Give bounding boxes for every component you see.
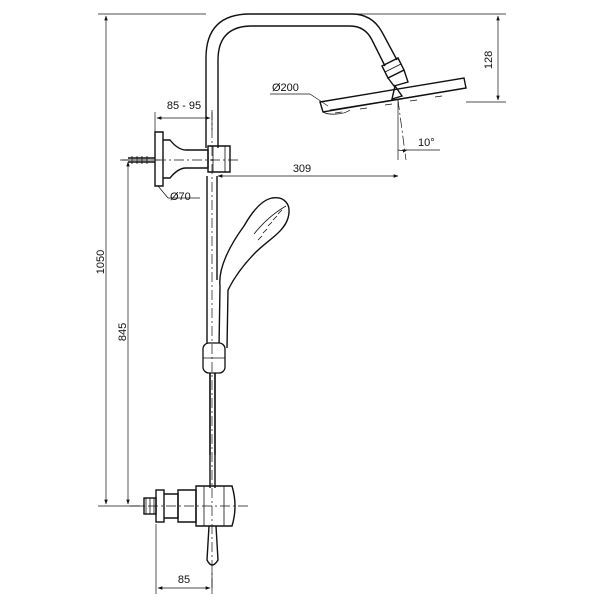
dimension-head-drop [352, 13, 506, 103]
leader-head-diameter [270, 93, 329, 107]
head-diameter-label: Ø200 [272, 82, 299, 94]
shower-head [319, 77, 467, 115]
dimension-valve-depth [155, 524, 213, 594]
leader-bracket-diameter [157, 185, 200, 199]
wall-bracket [128, 131, 231, 187]
dimension-tilt-angle [397, 100, 440, 160]
total-height-label: 1050 [95, 250, 107, 274]
arm-joint-nut [381, 57, 409, 87]
dimension-total-height [98, 13, 206, 507]
hand-shower [218, 197, 290, 349]
bracket-diameter-label: Ø70 [170, 191, 191, 203]
shower-hose [209, 373, 216, 455]
riser-pipe [205, 13, 398, 488]
outlet-height-label: 845 [117, 323, 129, 341]
head-drop-label: 128 [483, 51, 495, 69]
tilt-angle-label: 10° [418, 137, 435, 149]
slide-holder [202, 342, 226, 374]
arm-reach-label: 309 [293, 163, 311, 175]
dimension-outlet-height [122, 159, 160, 505]
bracket-depth-label: 85 - 95 [167, 100, 201, 112]
dimension-bracket-depth [154, 112, 213, 132]
mixer-valve [143, 485, 236, 566]
valve-depth-label: 85 [178, 574, 190, 586]
